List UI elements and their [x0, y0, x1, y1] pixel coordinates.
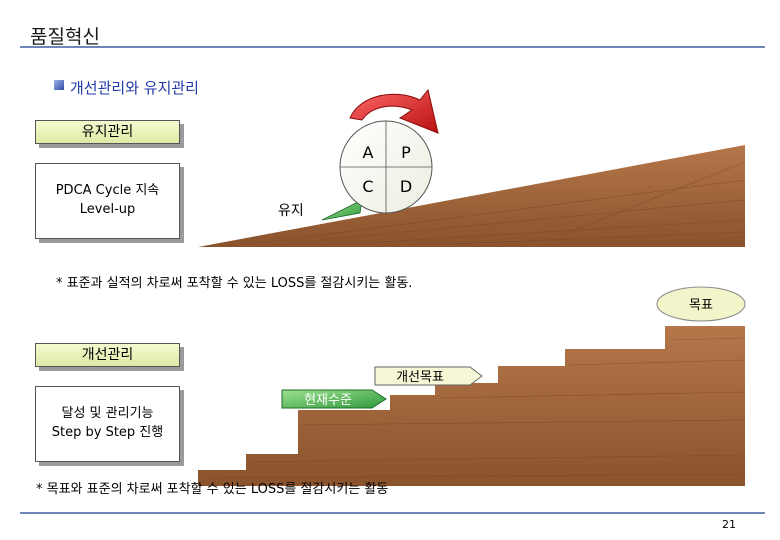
maintenance-note: * 표준과 실적의 차로써 포착할 수 있는 LOSS를 절감시키는 활동.	[56, 276, 413, 291]
improvement-label-box: 개선관리	[35, 343, 180, 367]
rotation-arrow-icon	[349, 88, 439, 134]
page-title: 품질혁신	[30, 26, 100, 48]
maintenance-label: 유지관리	[81, 124, 134, 140]
maintenance-wedge-label: 유지	[278, 203, 304, 219]
current-level-label: 현재수준	[304, 393, 352, 408]
improvement-target-label: 개선목표	[396, 370, 444, 385]
maintenance-description-line1: PDCA Cycle 지속	[55, 183, 160, 198]
maintenance-description-box: PDCA Cycle 지속 Level-up	[35, 163, 180, 239]
stair-wood-grain	[209, 337, 746, 479]
current-level-arrow	[281, 389, 387, 409]
bullet-icon	[54, 80, 64, 90]
improvement-description-line1: 달성 및 관리기능	[61, 406, 154, 421]
improvement-staircase	[198, 326, 745, 486]
maintenance-description-line2: Level-up	[79, 202, 136, 217]
improvement-description-box: 달성 및 관리기능 Step by Step 진행	[35, 386, 180, 462]
pdca-a: A	[363, 143, 374, 162]
goal-ellipse	[656, 286, 746, 322]
goal-label: 목표	[689, 298, 713, 313]
improvement-note: * 목표와 표준의 차로써 포착할 수 있는 LOSS를 절감시키는 활동	[36, 482, 389, 497]
page-number: 21	[722, 518, 736, 531]
ramp-wood-grain	[259, 161, 746, 245]
section-heading: 개선관리와 유지관리	[70, 79, 199, 97]
maintenance-label-box: 유지관리	[35, 120, 180, 144]
pdca-d: D	[400, 177, 412, 196]
title-divider	[20, 46, 765, 48]
improvement-label: 개선관리	[81, 347, 134, 363]
footer-divider	[20, 512, 765, 514]
maintenance-ramp	[198, 145, 745, 247]
pdca-c: C	[362, 177, 373, 196]
pdca-p: P	[401, 143, 411, 162]
improvement-description-line2: Step by Step 진행	[51, 425, 164, 440]
improvement-target-arrow	[374, 366, 483, 386]
maintenance-wedge	[321, 199, 363, 221]
